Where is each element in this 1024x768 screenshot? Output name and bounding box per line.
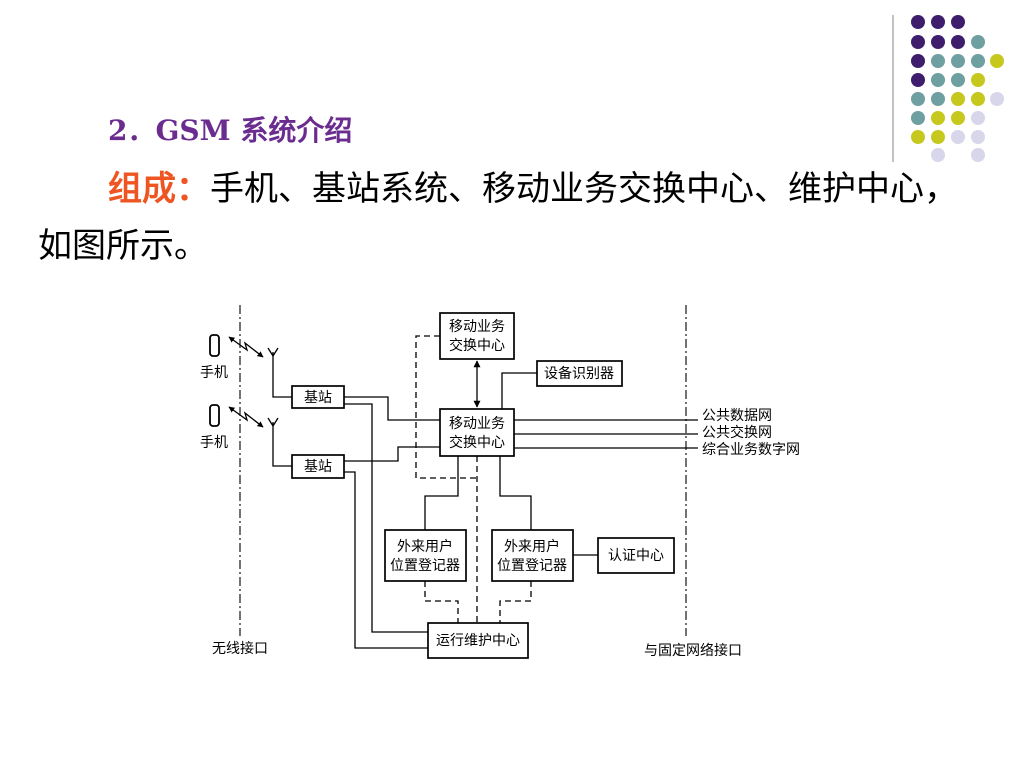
decor-dot [971, 111, 985, 125]
equipment-register: 设备识别器 [536, 360, 623, 387]
radio-link-icon [228, 406, 264, 428]
decor-dot [971, 35, 985, 49]
link-msc-vlr2 [499, 456, 532, 530]
decor-dot [971, 54, 985, 68]
msc-top-box [439, 312, 515, 360]
decor-dot [971, 130, 985, 144]
link-bs1-msc [344, 396, 440, 421]
msc-main-label-line2: 交换中心 [449, 434, 505, 451]
mobile-phone-icon [209, 404, 220, 427]
slide-title: 2．GSM 系统介绍 [108, 114, 353, 147]
vlr-1-label-line1: 外来用户 [397, 538, 453, 555]
decor-dot [931, 148, 945, 162]
decor-dot [951, 111, 965, 125]
decor-dot [911, 92, 925, 106]
air-interface-label: 无线接口 [212, 640, 268, 657]
decor-dot [931, 15, 945, 29]
antenna-icon [267, 347, 292, 398]
vlr-2-label-line2: 位置登记器 [497, 558, 567, 574]
vlr-1-label-line2: 位置登记器 [390, 558, 460, 574]
decor-dot [911, 15, 925, 29]
decor-dot [931, 73, 945, 87]
link-msc-eir [501, 372, 537, 409]
decor-dot [931, 35, 945, 49]
decorative-dot-grid [892, 15, 1004, 162]
base-station-label: 基站 [304, 389, 332, 406]
base-station-label: 基站 [304, 458, 332, 475]
decor-dot [911, 54, 925, 68]
decor-dot [911, 111, 925, 125]
intro-text: 手机、基站系统、移动业务交换中心、维护中心， [210, 169, 958, 209]
decor-dot [971, 148, 985, 162]
decor-dot [951, 73, 965, 87]
decor-dot [951, 130, 965, 144]
decor-dot [931, 130, 945, 144]
vlr-2: 外来用户 位置登记器 [491, 529, 574, 582]
link-bs1-omc [344, 403, 428, 633]
msc-top-label-line1: 移动业务 [449, 319, 505, 335]
msc-top: 移动业务 交换中心 [439, 312, 515, 360]
msc-main-box [439, 408, 515, 457]
decor-dot [911, 35, 925, 49]
maintenance-center-box [427, 622, 529, 659]
base-station-2: 基站 [291, 454, 345, 479]
decor-dot [931, 92, 945, 106]
intro-line-continued: 如图所示。 [38, 226, 208, 266]
network-label-public-switched: 公共交换网 [702, 424, 772, 441]
intro-label: 组成： [108, 169, 210, 209]
decor-dot [990, 92, 1004, 106]
base-station-box [291, 454, 345, 479]
link-bs2-omc [344, 471, 428, 649]
mobile-phone-icon [209, 334, 220, 357]
equipment-register-box [536, 360, 623, 387]
maintenance-center-label: 运行维护中心 [436, 633, 520, 649]
auth-center-label: 认证中心 [608, 548, 664, 564]
link-vlr2-omc-dashed [499, 581, 532, 623]
link-vlr1-omc-dashed [424, 581, 459, 623]
maintenance-center: 运行维护中心 [427, 622, 529, 659]
msc-main: 移动业务 交换中心 [439, 408, 515, 457]
decor-dot [951, 54, 965, 68]
decor-dot [911, 130, 925, 144]
decor-dot [931, 111, 945, 125]
phone-label: 手机 [200, 435, 228, 451]
msc-main-label-line1: 移动业务 [449, 416, 505, 432]
antenna-icon [267, 417, 292, 467]
network-label-isdn: 综合业务数字网 [702, 442, 800, 458]
decor-dot [951, 35, 965, 49]
link-msc-vlr1 [424, 456, 459, 530]
decor-dot [951, 92, 965, 106]
auth-center-box [597, 537, 675, 574]
vlr-2-label-line1: 外来用户 [504, 538, 560, 555]
equipment-register-label: 设备识别器 [544, 365, 614, 382]
decor-dot [971, 92, 985, 106]
network-label-public-data: 公共数据网 [702, 408, 772, 424]
decor-dot [911, 73, 925, 87]
base-station-1: 基站 [291, 385, 345, 409]
decor-dot [931, 54, 945, 68]
phone-label: 手机 [200, 365, 228, 381]
msc-top-label-line2: 交换中心 [449, 337, 505, 354]
base-station-box [291, 385, 345, 409]
auth-center: 认证中心 [597, 537, 675, 574]
radio-link-icon [228, 336, 264, 358]
vlr-2-box [491, 529, 574, 582]
decor-dot [971, 73, 985, 87]
decor-dot [951, 15, 965, 29]
vlr-1-box [384, 529, 467, 582]
link-bs2-msc [344, 446, 440, 462]
link-msc-top-dashed [415, 335, 477, 479]
intro-line: 组成：手机、基站系统、移动业务交换中心、维护中心， [108, 170, 958, 208]
fixed-interface-label: 与固定网络接口 [644, 642, 742, 659]
decor-dot [990, 54, 1004, 68]
vlr-1: 外来用户 位置登记器 [384, 529, 467, 582]
